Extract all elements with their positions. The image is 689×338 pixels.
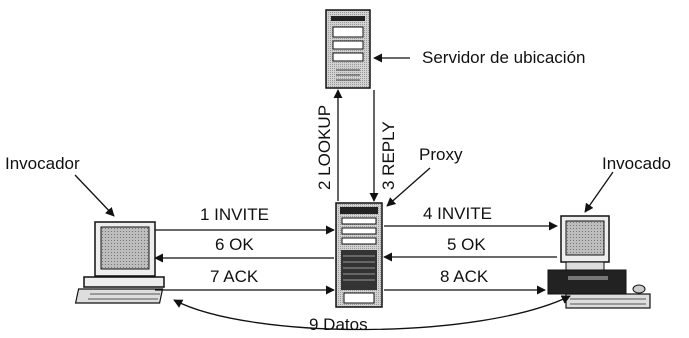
- msg-6-ok-label: 6 OK: [215, 235, 254, 254]
- proxy-label: Proxy: [419, 145, 463, 164]
- callee-label: Invocado: [602, 154, 671, 173]
- callee-computer-icon: [548, 216, 650, 308]
- msg-9-datos-label: 9 Datos: [309, 315, 368, 334]
- proxy-server-icon: [336, 203, 382, 307]
- caller-label: Invocador: [5, 154, 80, 173]
- msg-2-lookup-label: 2 LOOKUP: [315, 105, 334, 190]
- msg-5-ok-label: 5 OK: [447, 235, 486, 254]
- pointer-caller: [75, 175, 114, 216]
- msg-1-invite-label: 1 INVITE: [200, 205, 269, 224]
- pointer-callee: [585, 172, 613, 212]
- location-server-icon: [326, 10, 370, 88]
- caller-computer-icon: [76, 222, 164, 303]
- location-server-label: Servidor de ubicación: [422, 48, 585, 67]
- msg-8-ack-label: 8 ACK: [440, 267, 489, 286]
- msg-7-ack-label: 7 ACK: [210, 267, 259, 286]
- msg-4-invite-label: 4 INVITE: [423, 204, 492, 223]
- msg-3-reply-label: 3 REPLY: [379, 121, 398, 190]
